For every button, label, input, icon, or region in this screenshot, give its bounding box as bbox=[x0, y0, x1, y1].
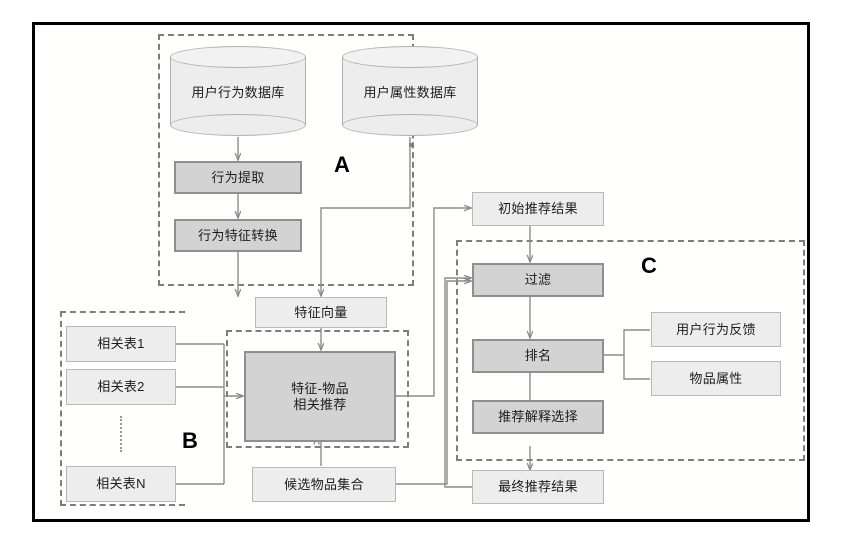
db-user-behavior-label: 用户行为数据库 bbox=[191, 84, 285, 100]
group-label-c: C bbox=[641, 253, 657, 278]
db-user-attribute-label: 用户属性数据库 bbox=[363, 84, 457, 100]
group-label-b: B bbox=[182, 428, 198, 453]
relation-table-ellipsis bbox=[120, 416, 122, 452]
node-relation-table-n[interactable]: 相关表N bbox=[66, 466, 176, 502]
node-rank[interactable]: 排名 bbox=[472, 339, 604, 373]
group-label-a: A bbox=[334, 152, 350, 177]
group-region-rec bbox=[226, 330, 409, 448]
node-relation-table-1[interactable]: 相关表1 bbox=[66, 326, 176, 362]
db-cylinder-bottom bbox=[342, 114, 478, 136]
db-user-attribute[interactable]: 用户属性数据库 bbox=[342, 46, 478, 136]
node-behavior-extract[interactable]: 行为提取 bbox=[174, 161, 302, 194]
node-behavior-transform[interactable]: 行为特征转换 bbox=[174, 219, 302, 252]
node-explain-select[interactable]: 推荐解释选择 bbox=[472, 400, 604, 434]
node-item-attribute[interactable]: 物品属性 bbox=[651, 361, 781, 396]
db-cylinder-top bbox=[342, 46, 478, 68]
node-user-feedback[interactable]: 用户行为反馈 bbox=[651, 312, 781, 347]
node-feature-item-rec-line2: 相关推荐 bbox=[293, 396, 347, 412]
db-user-behavior[interactable]: 用户行为数据库 bbox=[170, 46, 306, 136]
node-feature-item-rec-line1: 特征-物品 bbox=[291, 380, 349, 396]
node-relation-table-2[interactable]: 相关表2 bbox=[66, 369, 176, 405]
node-feature-vector[interactable]: 特征向量 bbox=[255, 297, 387, 328]
db-cylinder-bottom bbox=[170, 114, 306, 136]
group-region-c bbox=[456, 240, 805, 461]
node-final-result[interactable]: 最终推荐结果 bbox=[472, 470, 604, 504]
node-filter[interactable]: 过滤 bbox=[472, 263, 604, 297]
group-region-a bbox=[158, 34, 414, 286]
node-candidate-set[interactable]: 候选物品集合 bbox=[252, 467, 396, 502]
db-cylinder-top bbox=[170, 46, 306, 68]
node-feature-item-rec[interactable]: 特征-物品 相关推荐 bbox=[244, 351, 396, 442]
group-region-b bbox=[60, 311, 185, 506]
node-initial-result[interactable]: 初始推荐结果 bbox=[472, 192, 604, 226]
